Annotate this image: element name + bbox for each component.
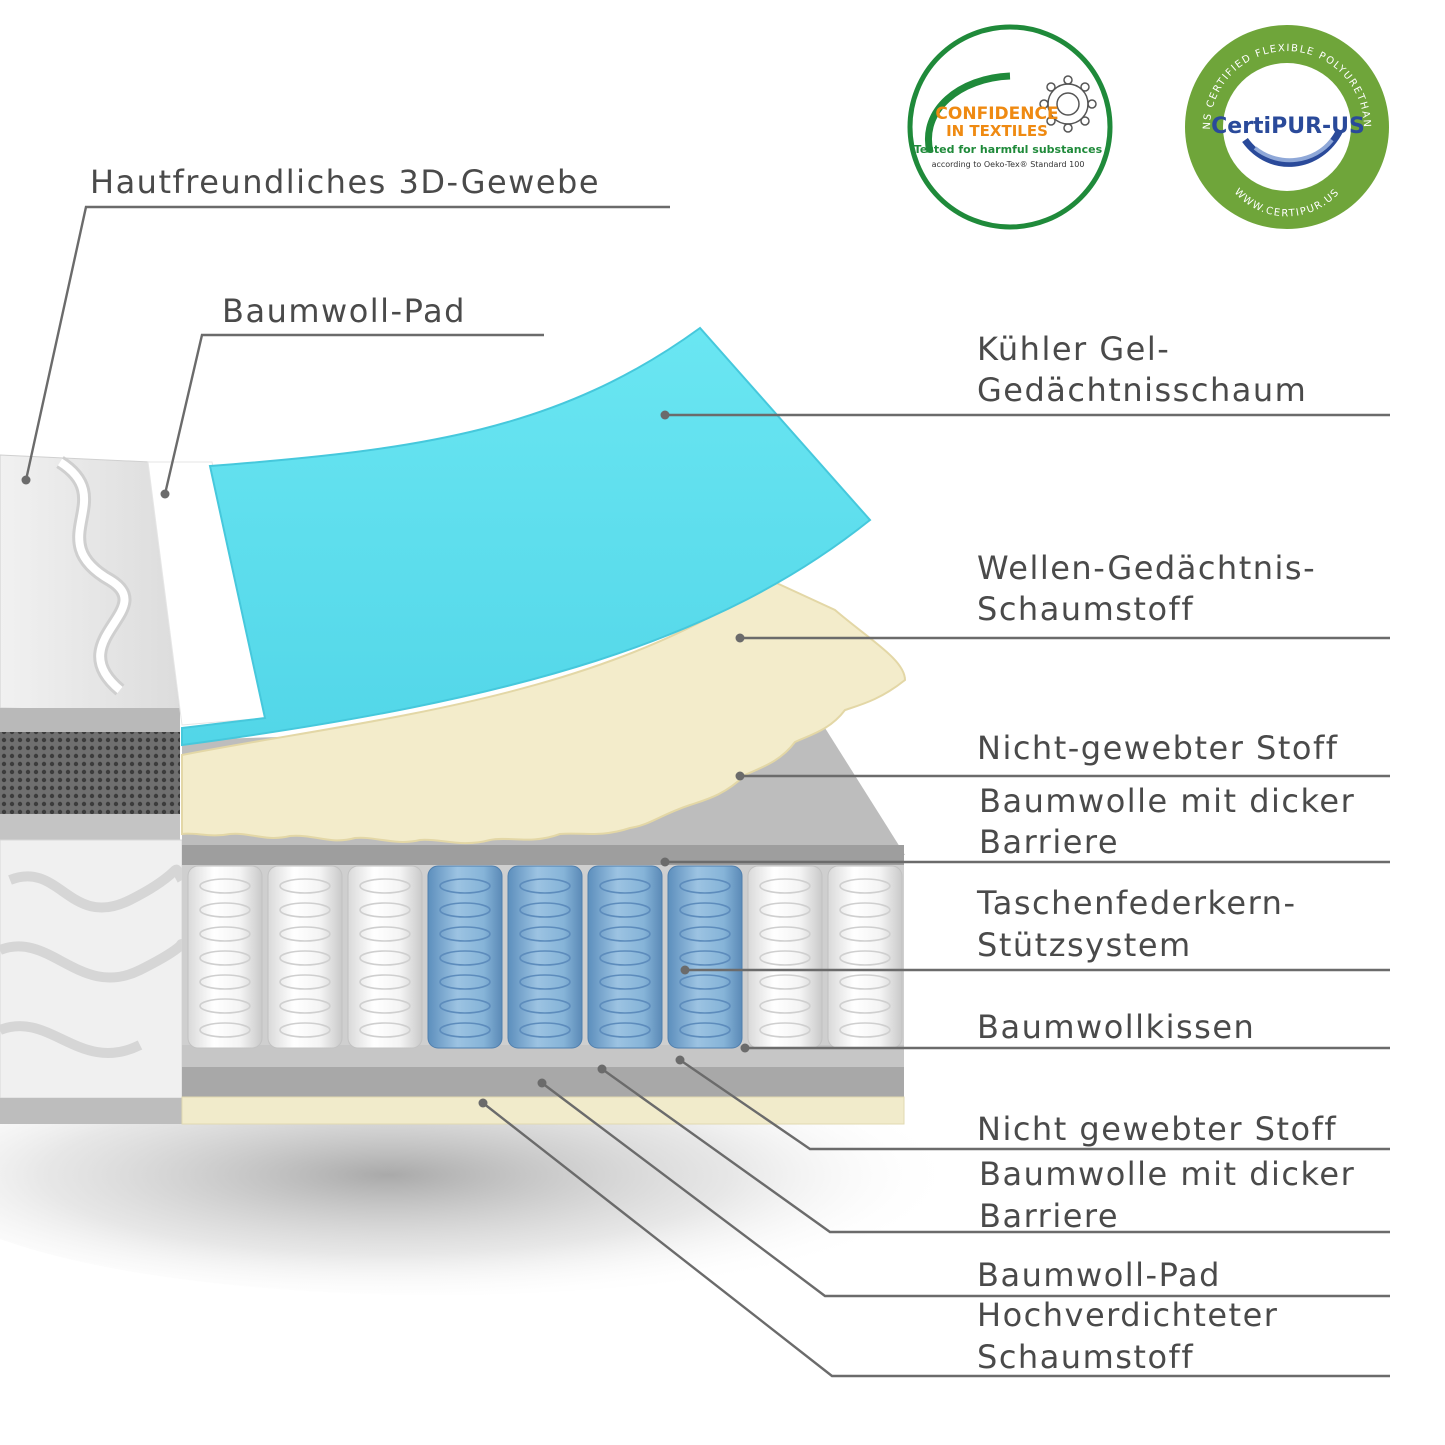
spring-coil-icon <box>587 865 663 1049</box>
oeko-line2: IN TEXTILES <box>946 122 1048 140</box>
oeko-tex-badge-icon: CONFIDENCE IN TEXTILES Tested for harmfu… <box>907 24 1113 230</box>
label-gel-foam-line2: Gedächtnisschaum <box>977 371 1308 409</box>
label-dense-foam-line1: Hochverdichteter <box>977 1296 1279 1334</box>
label-springs-line1: Taschenfederkern- <box>977 884 1297 922</box>
certipur-ring-top: CONTAINS CERTIFIED FLEXIBLE POLYURETHANE… <box>0 0 1371 130</box>
label-wave-foam-line2: Schaumstoff <box>977 590 1195 628</box>
oeko-line4: according to Oeko-Tex® Standard 100 <box>932 160 1085 169</box>
pocket-springs <box>187 865 903 1049</box>
label-cotton-cushion: Baumwollkissen <box>977 1008 1256 1046</box>
spring-coil-icon <box>347 865 423 1049</box>
dense-foam-layer <box>181 1096 905 1125</box>
label-dense-foam-line2: Schaumstoff <box>977 1338 1195 1376</box>
label-barrier-bottom-line2: Barriere <box>979 1197 1120 1235</box>
label-barrier-top-line1: Baumwolle mit dicker <box>979 782 1356 820</box>
certipur-name: CertiPUR-US <box>1211 114 1365 139</box>
label-barrier-top-line2: Barriere <box>979 823 1120 861</box>
label-nonwoven-top: Nicht-gewebter Stoff <box>977 729 1339 767</box>
spring-coil-icon <box>747 865 823 1049</box>
wave-memory-foam-layer <box>181 578 907 845</box>
spring-coil-icon <box>827 865 903 1049</box>
spring-coil-icon <box>427 865 503 1049</box>
spring-coil-icon <box>267 865 343 1049</box>
spring-coil-icon <box>507 865 583 1049</box>
spring-coil-icon <box>667 865 743 1049</box>
cooling-gel-foam-layer <box>181 326 872 747</box>
label-nonwoven-bottom: Nicht gewebter Stoff <box>977 1110 1338 1148</box>
leader-dots <box>21 410 750 1108</box>
oeko-line3: Tested for harmful substances <box>914 143 1103 156</box>
label-gel-foam-line1: Kühler Gel- <box>977 330 1171 368</box>
svg-text:CONTAINS CERTIFIED FLEXIBLE PO: CONTAINS CERTIFIED FLEXIBLE POLYURETHANE… <box>0 0 1372 130</box>
spring-coil-icon <box>187 865 263 1049</box>
label-top-cotton-pad: Baumwoll-Pad <box>222 292 466 330</box>
mattress-side-panel <box>0 454 187 1124</box>
label-top-fabric: Hautfreundliches 3D-Gewebe <box>90 163 601 201</box>
label-springs-line2: Stützsystem <box>977 926 1192 964</box>
label-bottom-cotton-pad: Baumwoll-Pad <box>977 1256 1221 1294</box>
oeko-line1: CONFIDENCE <box>935 104 1058 124</box>
label-wave-foam-line1: Wellen-Gedächtnis- <box>977 549 1317 587</box>
leader-lines <box>24 205 1390 1378</box>
label-barrier-bottom-line1: Baumwolle mit dicker <box>979 1155 1356 1193</box>
